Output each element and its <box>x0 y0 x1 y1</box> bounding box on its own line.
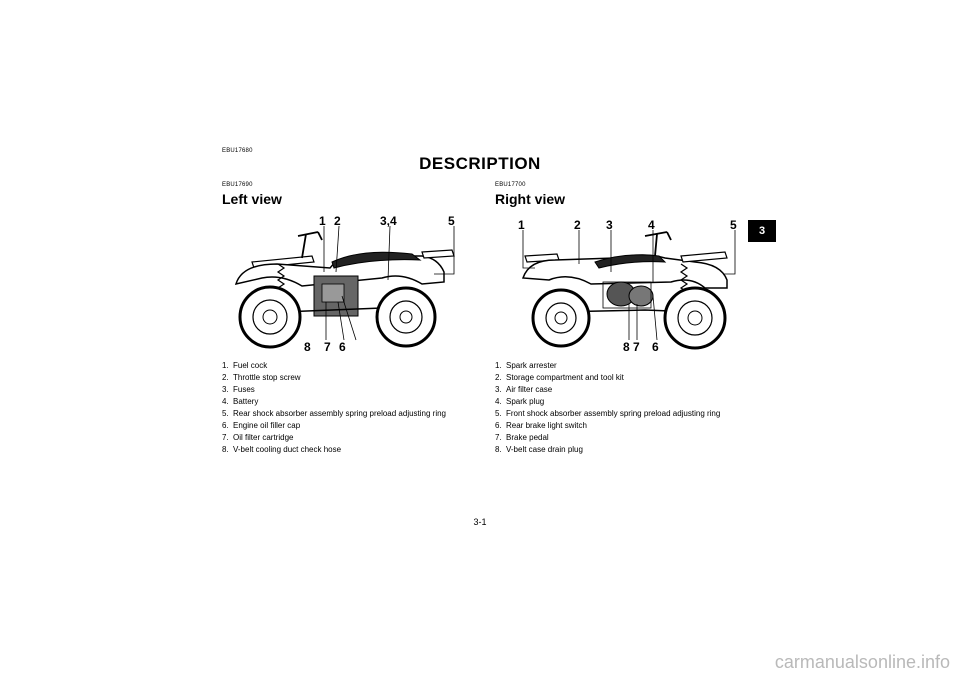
right-callout-3: 3 <box>606 218 613 232</box>
watermark: carmanualsonline.info <box>774 652 950 672</box>
right-view-illustration: 1 2 3 4 5 8 7 6 <box>495 212 745 362</box>
right-callout-5: 5 <box>730 218 737 232</box>
list-item: 5.Rear shock absorber assembly spring pr… <box>222 409 446 418</box>
left-callout-7: 7 <box>324 340 331 354</box>
list-item: 2.Throttle stop screw <box>222 373 301 382</box>
right-callout-4: 4 <box>648 218 655 232</box>
list-item: 3.Fuses <box>222 385 255 394</box>
left-callout-1: 1 <box>319 214 326 228</box>
left-view-code: EBU17690 <box>222 182 253 188</box>
list-item: 5.Front shock absorber assembly spring p… <box>495 409 721 418</box>
list-item: 3.Air filter case <box>495 385 553 394</box>
section-code: EBU17680 <box>222 148 253 154</box>
right-view-title: Right view <box>495 191 566 207</box>
list-item: 8.V-belt case drain plug <box>495 445 583 454</box>
right-callout-2: 2 <box>574 218 581 232</box>
page-number: 3-1 <box>473 517 487 527</box>
list-item: 1.Spark arrester <box>495 361 557 370</box>
right-callout-6: 6 <box>652 340 659 354</box>
left-view-legend: 1.Fuel cock 2.Throttle stop screw 3.Fuse… <box>222 360 468 456</box>
list-item: 1.Fuel cock <box>222 361 268 370</box>
left-view-title: Left view <box>222 191 282 207</box>
list-item: 8.V-belt cooling duct check hose <box>222 445 342 454</box>
left-callout-2: 2 <box>334 214 341 228</box>
list-item: 7.Brake pedal <box>495 433 549 442</box>
right-callout-1: 1 <box>518 218 525 232</box>
right-callout-8-7: 8 7 <box>623 340 640 354</box>
page-title: DESCRIPTION <box>419 154 541 173</box>
left-callout-8: 8 <box>304 340 311 354</box>
list-item: 2.Storage compartment and tool kit <box>495 373 624 382</box>
left-view-illustration: 1 2 3,4 5 8 7 6 <box>222 212 472 362</box>
list-item: 7.Oil filter cartridge <box>222 433 294 442</box>
list-item: 4.Battery <box>222 397 259 406</box>
chapter-tab[interactable]: 3 <box>748 220 776 242</box>
list-item: 6.Engine oil filler cap <box>222 421 301 430</box>
left-callout-3-4: 3,4 <box>380 214 397 228</box>
right-view-code: EBU17700 <box>495 182 526 188</box>
list-item: 6.Rear brake light switch <box>495 421 587 430</box>
left-callout-6: 6 <box>339 340 346 354</box>
left-callout-5: 5 <box>448 214 455 228</box>
atv-left-drawing <box>234 225 455 349</box>
list-item: 4.Spark plug <box>495 397 545 406</box>
right-view-legend: 1.Spark arrester 2.Storage compartment a… <box>495 360 741 456</box>
atv-right-drawing <box>521 230 736 350</box>
